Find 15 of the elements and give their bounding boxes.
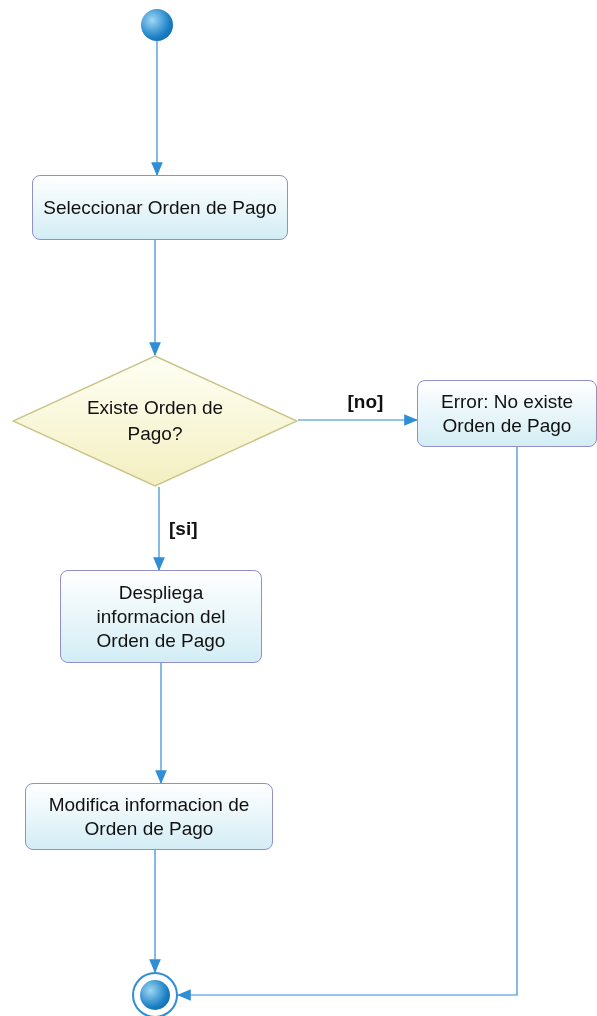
action-box: Despliega informacion del Orden de Pago (60, 570, 262, 663)
arrow (151, 40, 163, 177)
initial-node (141, 9, 173, 41)
arrow (149, 849, 161, 974)
edge-label: [si] (169, 516, 198, 541)
action-box: Error: No existe Orden de Pago (417, 380, 597, 447)
action-box: Seleccionar Orden de Pago (32, 175, 288, 240)
edge-label: [no] (347, 390, 384, 414)
arrow (297, 414, 419, 426)
arrow (149, 239, 161, 357)
arrow (153, 486, 165, 572)
decision-diamond: Existe Orden de Pago? (12, 355, 298, 487)
final-node (132, 972, 178, 1016)
action-box: Modifica informacion de Orden de Pago (25, 783, 273, 850)
arrow (155, 662, 167, 785)
